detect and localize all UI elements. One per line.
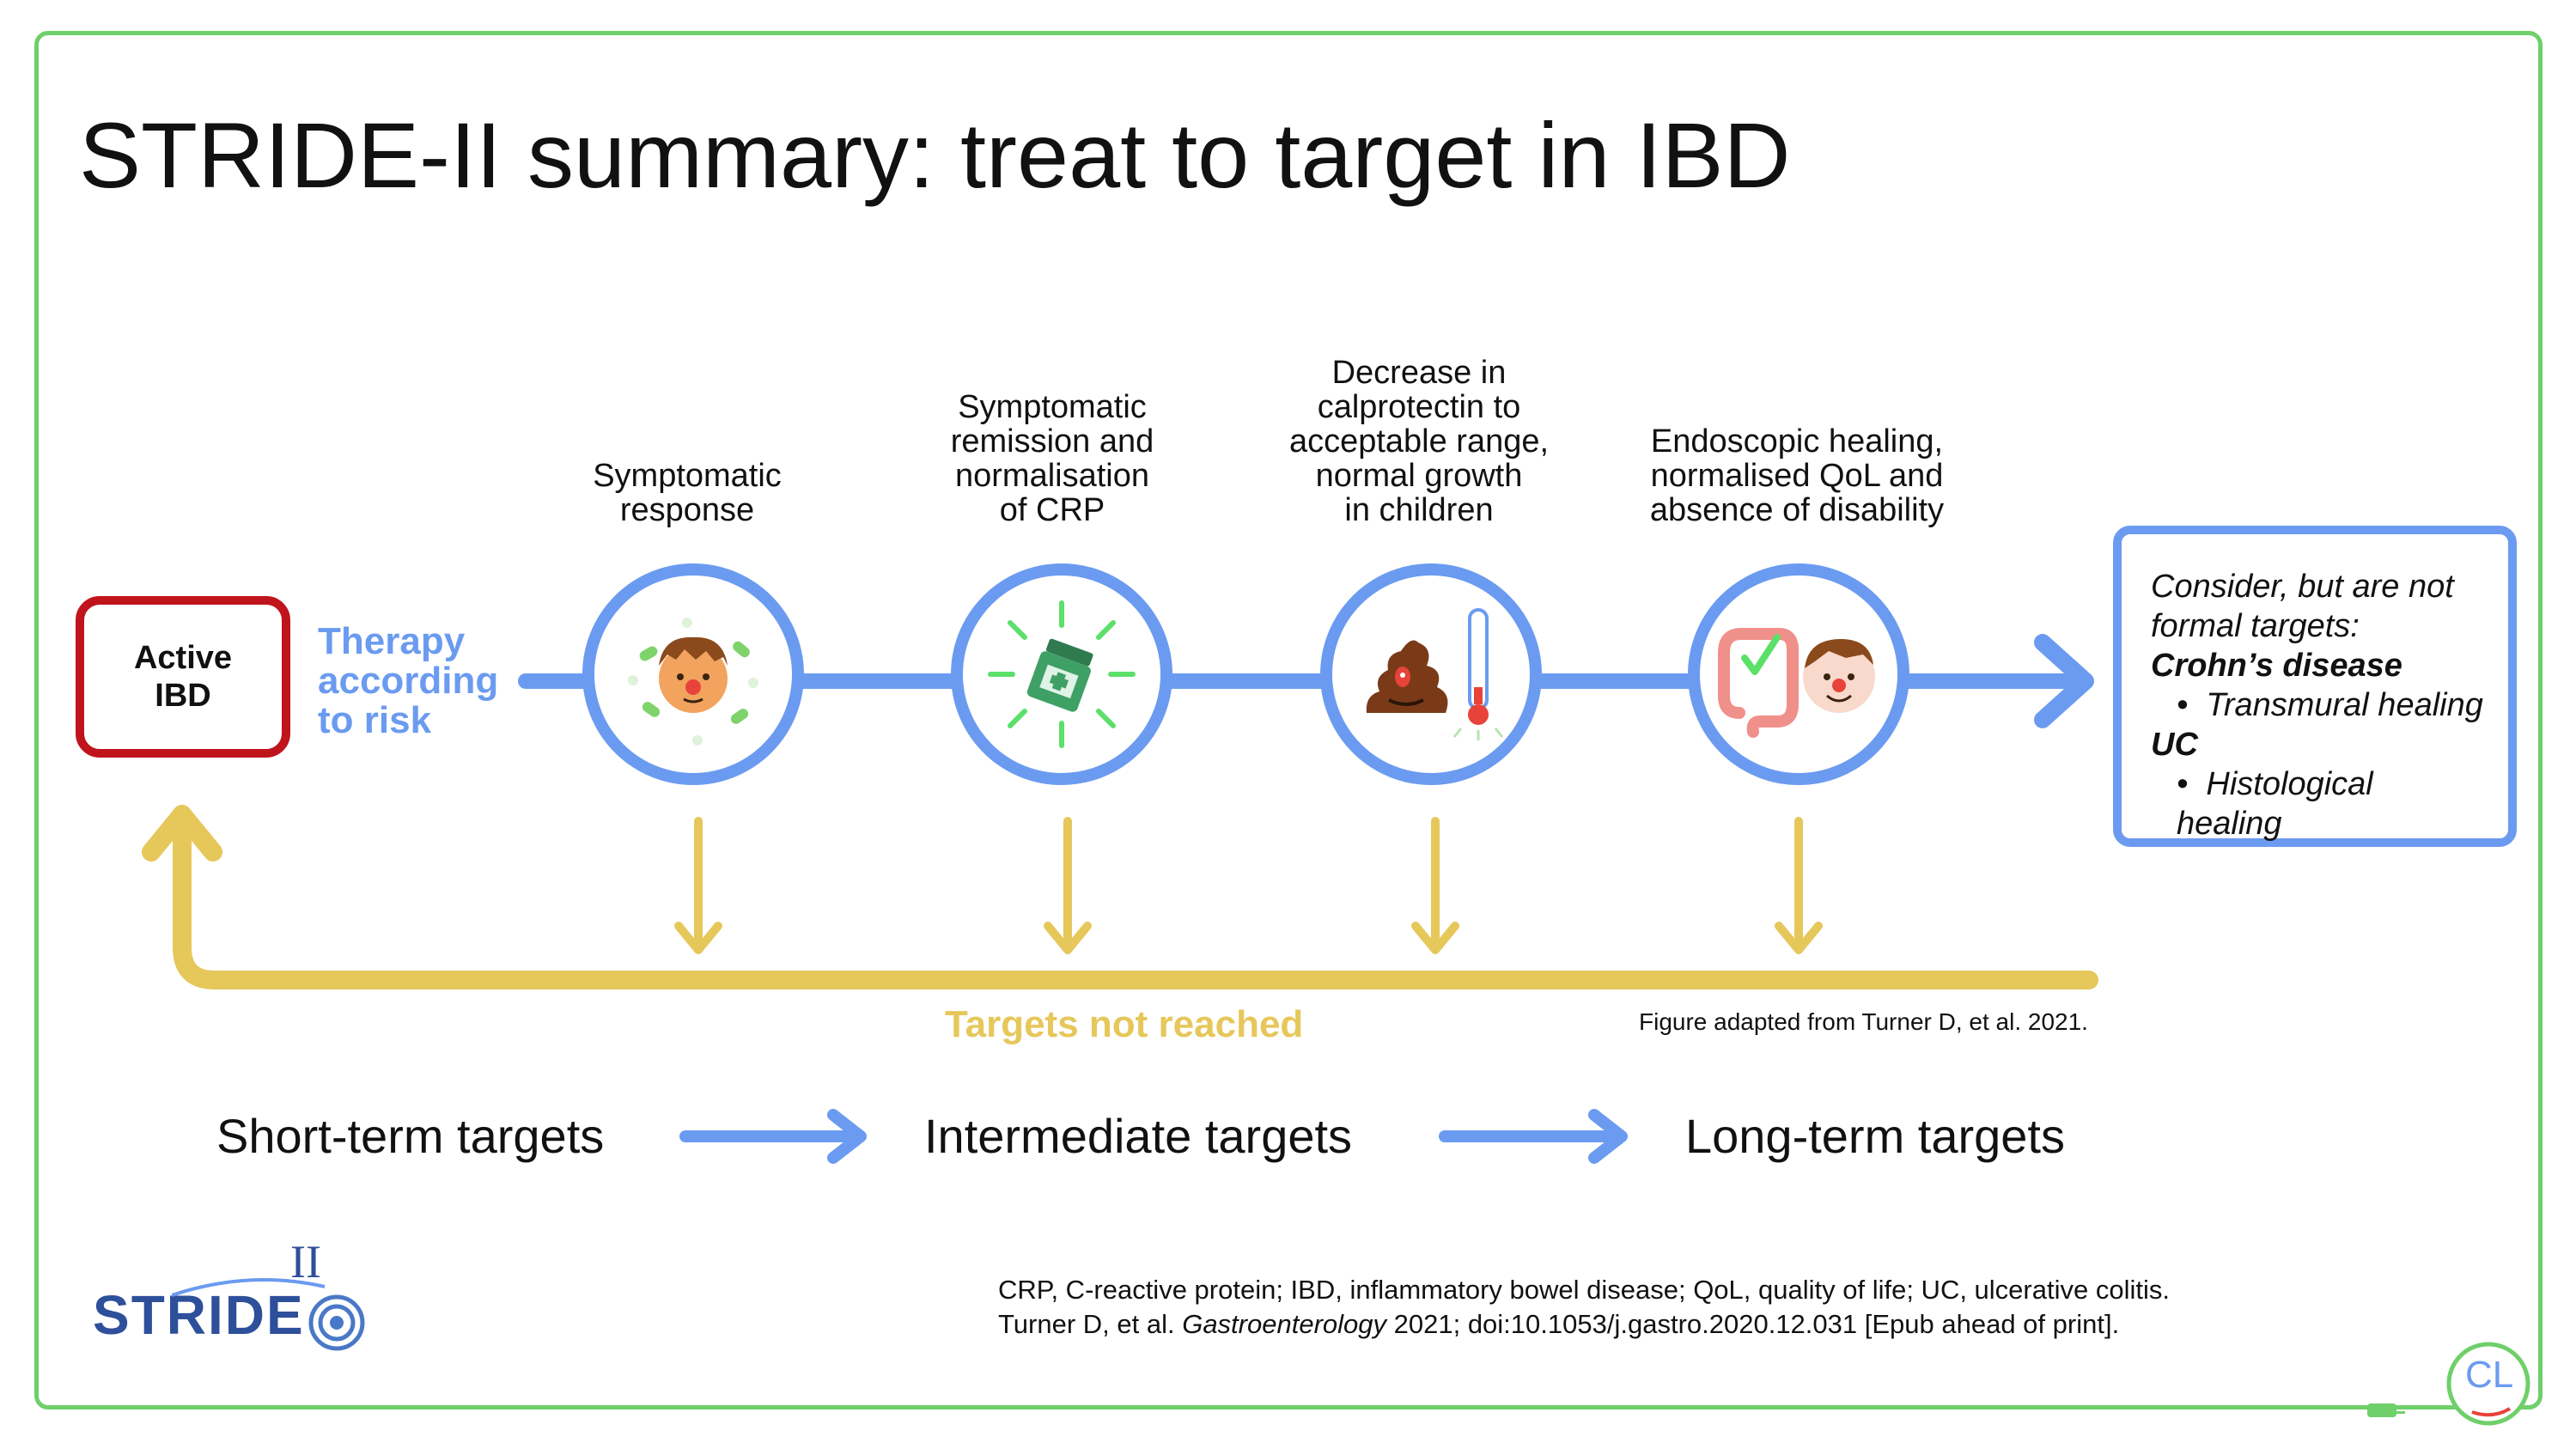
consider-box: Consider, but are not formal targets: Cr… [2113, 526, 2517, 847]
title-part-2: treat to target in IBD [935, 103, 1791, 207]
step-3-label: Decrease in calprotectin to acceptable r… [1288, 355, 1550, 528]
long-term-targets-label: Long-term targets [1685, 1109, 2065, 1163]
source-note: Figure adapted from Turner D, et al. 202… [1639, 1008, 2088, 1035]
feedback-loop-line [173, 805, 2098, 989]
step-2-label: Symptomatic remission and normalisation … [950, 389, 1154, 528]
citation-authors: Turner D, et al. [998, 1309, 1183, 1339]
short-term-targets-label: Short-term targets [216, 1109, 605, 1163]
citation-details: 2021; doi:10.1053/j.gastro.2020.12.031 [… [1386, 1309, 2120, 1339]
consider-intro: Consider, but are not formal targets: [2151, 569, 2454, 644]
targets-not-reached-label: Targets not reached [945, 1003, 1304, 1045]
bullet-text-histological: Histological healing [2177, 766, 2373, 842]
step-2-circle [951, 563, 1172, 785]
footnote-abbreviations: CRP, C-reactive protein; IBD, inflammato… [998, 1275, 2170, 1305]
cl-logo-icon [2446, 1342, 2530, 1426]
consider-heading-uc: UC [2151, 727, 2198, 763]
title-part-1: STRIDE-II summary: [79, 103, 935, 207]
colon-and-happy-face-icon [1718, 628, 1875, 738]
citation-journal: Gastroenterology [1182, 1309, 1387, 1339]
consider-bullet-transmural: • Transmural healing [2151, 685, 2486, 725]
cl-logo-text: CL [2465, 1354, 2514, 1396]
consider-heading-crohns: Crohn’s disease [2151, 648, 2402, 684]
consider-bullet-histological: • Histological healing [2151, 764, 2486, 843]
bullet-text-transmural: Transmural healing [2206, 687, 2483, 723]
intermediate-targets-label: Intermediate targets [924, 1109, 1353, 1163]
patient-with-pills-icon [628, 618, 758, 746]
slide-frame [34, 31, 2543, 1409]
step-4-circle [1688, 563, 1909, 785]
step-1-circle [582, 563, 804, 785]
footnote-citation: Turner D, et al. Gastroenterology 2021; … [998, 1307, 2170, 1342]
bullet-dot: • [2177, 687, 2207, 723]
bullet-dot: • [2177, 766, 2207, 802]
step-1-label: Symptomatic response [593, 458, 782, 528]
main-flow-arrowhead [2034, 634, 2094, 728]
plug-icon [2367, 1403, 2405, 1417]
step-4-label: Endoscopic healing, normalised QoL and a… [1649, 423, 1945, 528]
slide-title: STRIDE-II summary: treat to target in IB… [79, 103, 1791, 207]
stride-logo-text: STRIDE [93, 1284, 305, 1346]
stool-and-thermometer-icon [1366, 608, 1504, 740]
logo-swoosh-icon [172, 1278, 326, 1297]
medicine-bottle-icon [988, 600, 1136, 748]
target-icon [308, 1294, 365, 1351]
footnote: CRP, C-reactive protein; IBD, inflammato… [998, 1273, 2170, 1342]
stride-logo-numeral: II [290, 1236, 321, 1288]
active-ibd-box: Active IBD [76, 596, 290, 758]
step-3-circle [1320, 563, 1542, 785]
therapy-according-to-risk-label: Therapy according to risk [318, 620, 499, 741]
feedback-loop-arrowhead [142, 805, 222, 861]
